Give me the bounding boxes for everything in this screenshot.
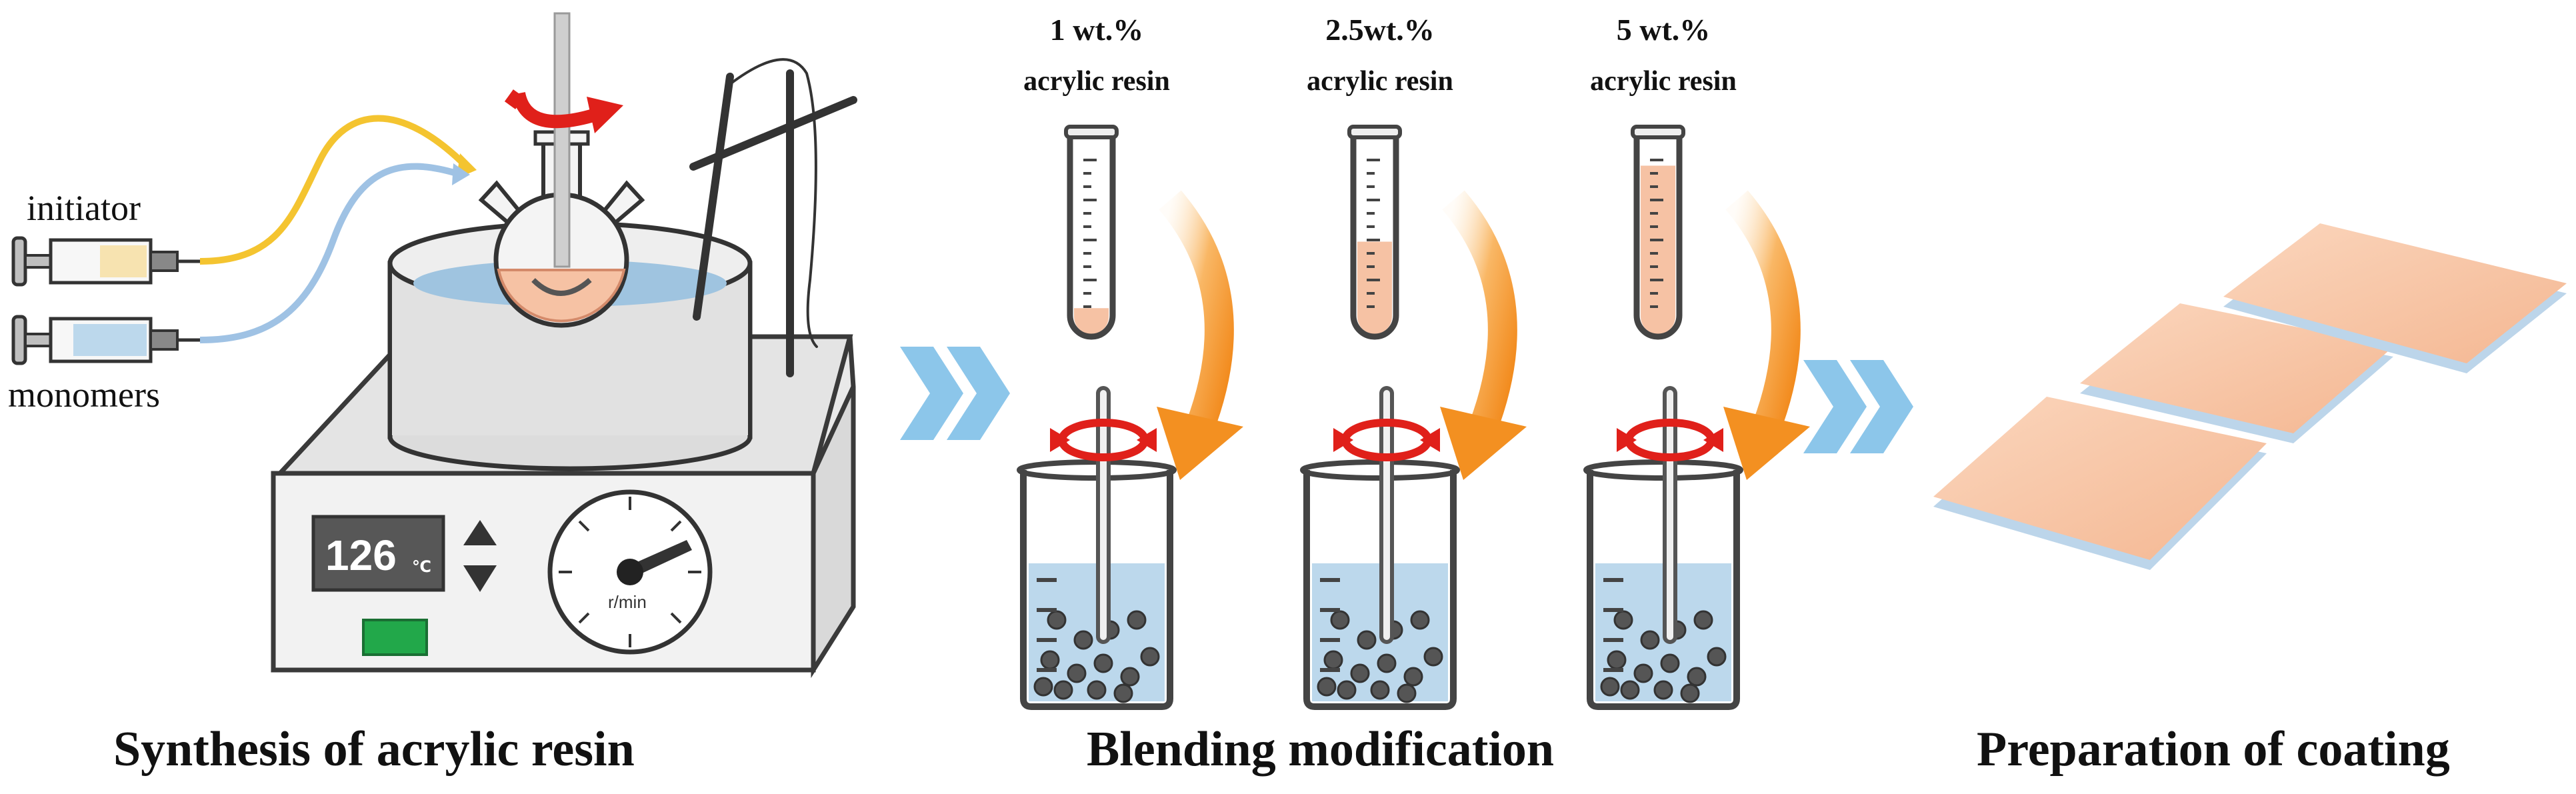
monomer-syringe [11, 315, 200, 365]
tube-2-percent: 2.5wt.% [1325, 13, 1435, 47]
monomer-tube [199, 163, 458, 343]
initiator-tube [199, 115, 469, 265]
three-neck-flask [478, 12, 645, 328]
clamp-stand [689, 58, 857, 377]
speed-gauge: r/min [547, 489, 713, 655]
blending-title: Blending modification [1087, 722, 1554, 777]
synthesis-title: Synthesis of acrylic resin [113, 722, 635, 777]
coated-plate-2 [2080, 303, 2393, 443]
test-tube-1 [1064, 125, 1119, 340]
coating-stage: Preparation of coating [1933, 223, 2567, 777]
tube-3-percent: 5 wt.% [1617, 13, 1711, 47]
beaker-1 [1017, 386, 1177, 710]
temperature-unit: ℃ [412, 558, 431, 576]
tube-1-label: acrylic resin [1023, 66, 1170, 97]
tube-2-label: acrylic resin [1307, 66, 1453, 97]
test-tube-2 [1347, 125, 1402, 340]
synthesis-stage: 126 ℃ r/min [8, 12, 857, 777]
chevron-arrow-2 [1803, 360, 1913, 453]
down-arrow-icon [463, 565, 497, 592]
coated-plate-1 [1933, 397, 2267, 570]
stir-rotation-arrow [504, 89, 623, 133]
coating-title: Preparation of coating [1977, 722, 2450, 777]
tube-3-label: acrylic resin [1590, 66, 1737, 97]
beaker-2 [1300, 386, 1460, 710]
coated-plate-3 [2223, 223, 2567, 373]
chevron-arrow-1 [900, 347, 1010, 440]
temperature-display [311, 515, 445, 592]
pour-arrow-2 [1440, 190, 1527, 480]
blend-step-3: 5 wt.% acrylic resin [1583, 13, 1810, 710]
monomers-label: monomers [8, 375, 160, 415]
rotation-arrow-2 [1333, 419, 1440, 461]
up-arrow-icon [463, 520, 497, 545]
pour-arrow-3 [1723, 190, 1810, 480]
beaker-3 [1583, 386, 1743, 710]
tube-1-percent: 1 wt.% [1050, 13, 1144, 47]
svg-text:r/min: r/min [608, 592, 647, 612]
temperature-value: 126 [325, 531, 397, 579]
rotation-arrow-1 [1050, 419, 1157, 461]
pour-arrow-1 [1157, 190, 1243, 480]
blend-step-2: 2.5wt.% acrylic resin [1300, 13, 1527, 710]
rotation-arrow-3 [1617, 419, 1723, 461]
power-button [362, 619, 428, 656]
initiator-syringe [11, 236, 200, 287]
blend-step-1: 1 wt.% acrylic resin [1017, 13, 1243, 710]
initiator-label: initiator [27, 188, 141, 228]
test-tube-3 [1631, 125, 1685, 340]
